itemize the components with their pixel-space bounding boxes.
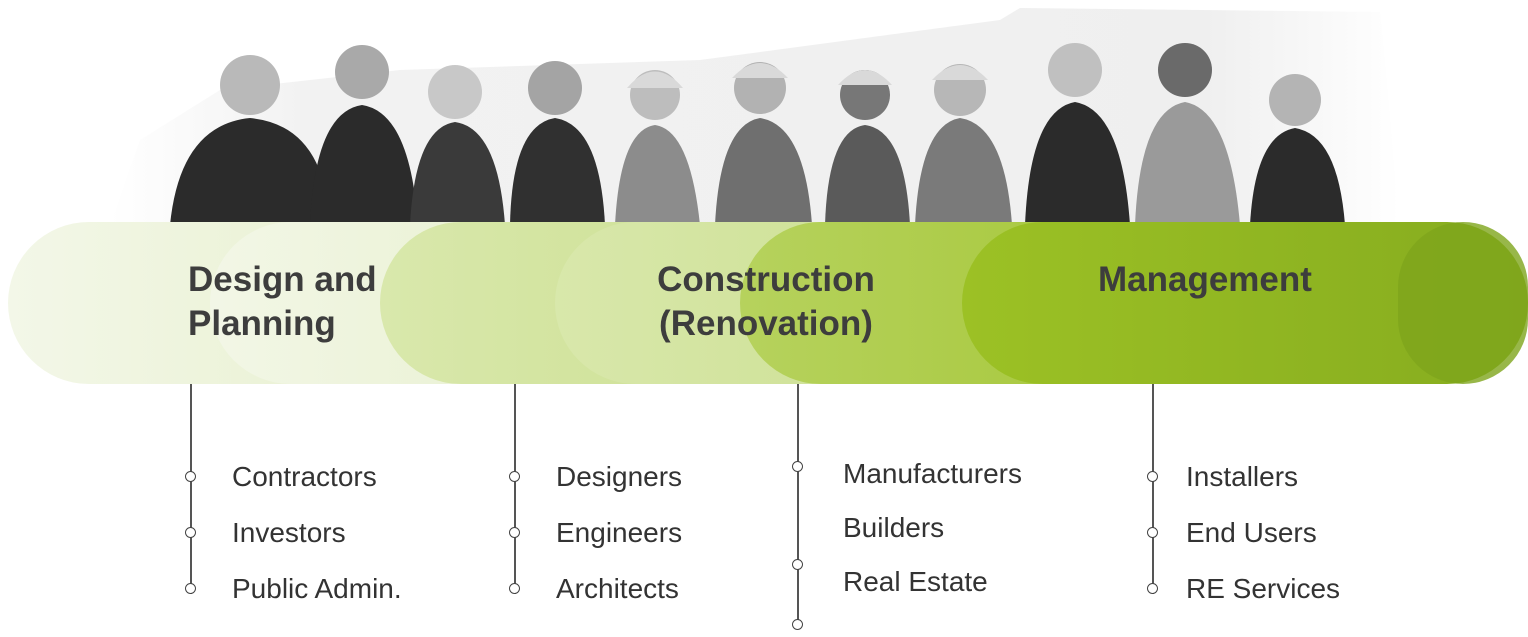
list-item: Installers (1186, 461, 1299, 492)
stage-title-design: Design and Planning (188, 258, 377, 346)
node-circle (509, 583, 520, 594)
stage-title-construction: Construction (Renovation) (636, 258, 896, 346)
band-segment-7 (1398, 222, 1528, 384)
node-circle (509, 527, 520, 538)
node-circle (792, 559, 803, 570)
list-item: Real Estate (843, 566, 988, 597)
connector-line-4 (1152, 384, 1154, 594)
person-figures (170, 43, 1345, 225)
node-circle (792, 461, 803, 472)
list-item: RE Services (1186, 573, 1341, 604)
stage-title-line2: (Renovation) (659, 304, 873, 343)
list-item: Investors (232, 517, 346, 548)
node-circle (185, 583, 196, 594)
stage-title-line1: Construction (657, 260, 875, 299)
list-item: Engineers (556, 517, 683, 548)
list-item: Designers (556, 461, 683, 492)
node-circle (509, 471, 520, 482)
connector-line-3 (797, 384, 799, 624)
node-circle (1147, 583, 1158, 594)
professionals-photo (110, 8, 1400, 225)
node-circle (185, 471, 196, 482)
connector-line-2 (514, 384, 516, 594)
stage-title-management: Management (1098, 258, 1312, 302)
list-item: Contractors (232, 461, 377, 492)
stage-title-line1: Management (1098, 260, 1312, 299)
list-item: Builders (843, 512, 945, 543)
list-item: Manufacturers (843, 458, 1022, 489)
node-circle (1147, 471, 1158, 482)
list-item: End Users (1186, 517, 1317, 548)
stage-title-line1: Design and (188, 260, 377, 299)
list-item: Architects (556, 573, 679, 604)
connector-line-1 (190, 384, 192, 594)
node-circle (792, 619, 803, 630)
stage-title-line2: Planning (188, 304, 336, 343)
node-circle (185, 527, 196, 538)
node-circle (1147, 527, 1158, 538)
band-segment-6 (962, 222, 1528, 384)
list-item: Public Admin. (232, 573, 402, 604)
